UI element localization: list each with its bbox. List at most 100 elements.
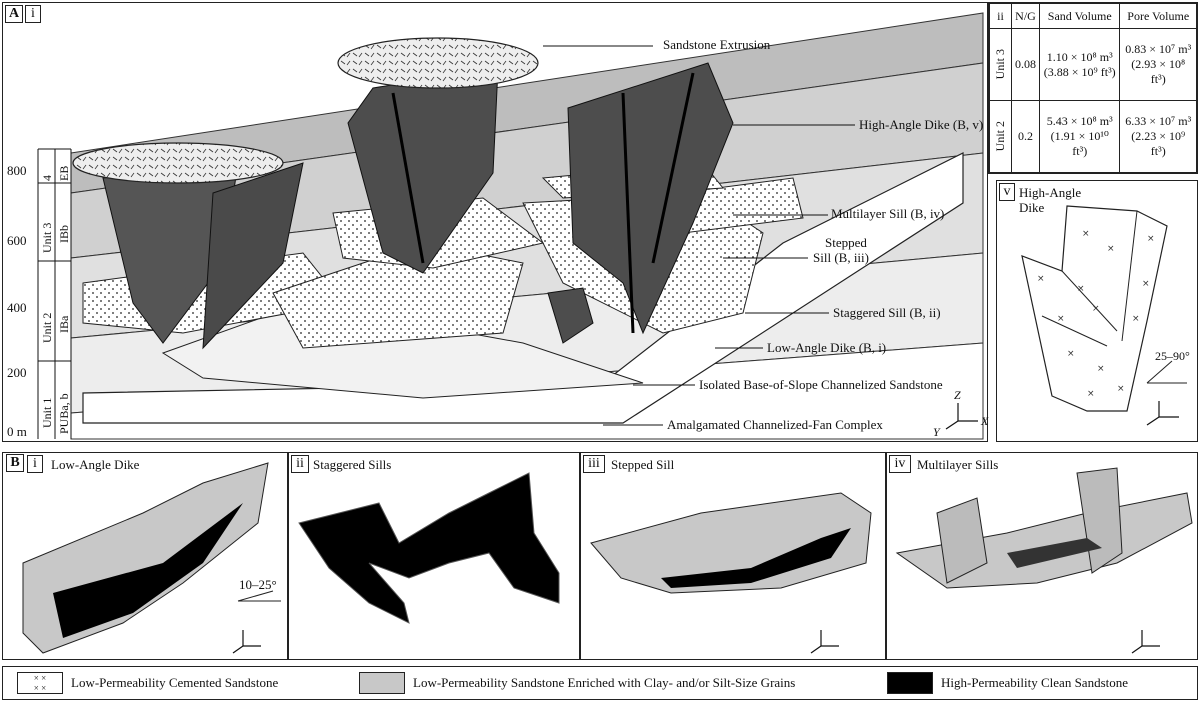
panel-b-iii-title: Stepped Sill [611,457,675,472]
label-isolated: Isolated Base-of-Slope Channelized Sands… [699,377,943,392]
panel-v-title-2: Dike [1019,200,1045,215]
unit-3: Unit 3 [40,222,54,253]
legend-label-clean: High-Permeability Clean Sandstone [941,675,1129,690]
label-high-angle: High-Angle Dike (B, v) [859,117,984,132]
low-angle-dike-core [53,503,243,638]
legend-swatch-cemented: × ×× × [17,672,63,694]
extrusion-left [72,142,284,184]
dike-right [567,62,734,335]
panel-v: ××× ××× ××× ×××× v High-Angle Dike 25–90… [996,180,1198,442]
label-extrusion: Sandstone Extrusion [663,37,771,52]
panel-b-letter: B [6,454,24,472]
svg-text:×: × [1037,274,1045,284]
scale-0: 0 m [7,424,27,439]
row-unit: Unit 2 [993,121,1007,152]
axis-z: Z [954,388,961,402]
panel-b: B i Low-Angle Dike 10–25° ii Staggered S… [2,448,1198,662]
label-stepped-2: Sill (B, iii) [813,250,869,265]
block-diagram [37,12,984,440]
unit-2-sub: IBa [57,315,71,333]
table-sub: ii [989,2,1012,30]
panel-b-i-title: Low-Angle Dike [51,457,140,472]
panel-a: A i Sandstone Extrusion High-Angle Dike … [2,2,988,442]
unit-1: Unit 1 [40,397,54,428]
panel-b-iii: iii Stepped Sill [580,452,886,660]
panel-b-iv-title: Multilayer Sills [917,457,999,472]
label-multilayer: Multilayer Sill (B, iv) [831,206,945,221]
panel-b-ii-title: Staggered Sills [313,457,392,472]
row-unit: Unit 3 [993,49,1007,80]
svg-text:×: × [1077,284,1085,294]
panel-v-title-1: High-Angle [1019,185,1082,200]
legend-item-cemented: × ×× × Low-Permeability Cemented Sandsto… [17,672,278,694]
panel-b-iii-sub: iii [583,455,605,473]
scale-200: 200 [7,365,27,380]
row-pore-1: 6.33 × 10⁷ m³ [1125,114,1192,128]
unit-4: 4 [40,175,54,181]
panel-b-iv-sub: iv [889,455,911,473]
unit-4-sub: EB [57,165,71,181]
panel-v-angle: 25–90° [1155,349,1190,363]
row-sand-2: (1.91 × 10¹⁰ ft³) [1050,129,1109,158]
staggered-sill-shape [298,472,560,624]
scale-800: 800 [7,163,27,178]
table-header-row: ii N/G Sand Volume Pore Volume [989,2,1197,30]
svg-text:×: × [1132,314,1140,324]
high-angle-dike-diagram: ××× ××× ××× ×××× [1021,205,1187,426]
legend-swatch-clay [359,672,405,694]
svg-text:×: × [1117,384,1125,394]
svg-text:×: × [1097,364,1105,374]
label-amalgamated: Amalgamated Channelized-Fan Complex [667,417,883,432]
low-angle-dike-shape [22,462,269,654]
panel-v-sub: v [999,183,1015,201]
panel-a-sub: i [25,5,41,23]
label-low-angle: Low-Angle Dike (B, i) [767,340,887,355]
stepped-sill-shape [590,492,872,594]
table-row: Unit 2 0.2 5.43 × 10⁸ m³(1.91 × 10¹⁰ ft³… [989,100,1197,173]
extrusion-center [337,37,539,89]
legend-label-cemented: Low-Permeability Cemented Sandstone [71,675,279,690]
unit-2: Unit 2 [40,312,54,343]
stepped-sill-core [661,528,851,588]
legend-item-clean: High-Permeability Clean Sandstone [887,672,1128,694]
legend-swatch-clean [887,672,933,694]
legend-item-clay: Low-Permeability Sandstone Enriched with… [359,672,795,694]
panel-b-ii: ii Staggered Sills [288,452,580,660]
fan-complex [82,152,964,424]
unit-1-sub: PUBa, b [57,393,71,434]
unit-3-sub: IBb [57,225,71,243]
panel-b-iv: iv Multilayer Sills [886,452,1198,660]
row-pore-2: (2.93 × 10⁸ ft³) [1131,57,1186,87]
panel-a-letter: A [5,5,23,23]
header-ng: N/G [1011,2,1040,30]
svg-text:×: × [1147,234,1155,244]
panel-b-i-sub: i [27,455,43,473]
axis-x: X [981,414,989,428]
legend: × ×× × Low-Permeability Cemented Sandsto… [2,666,1198,700]
scale-400: 400 [7,300,27,315]
svg-text:×: × [1082,229,1090,239]
volume-table: ii N/G Sand Volume Pore Volume Unit 3 0.… [989,2,1197,173]
label-stepped-1: Stepped [825,235,867,250]
axis-y: Y [933,425,940,439]
svg-text:×: × [1092,304,1100,314]
panel-b-i: i Low-Angle Dike 10–25° [2,452,288,660]
header-sand: Sand Volume [1038,2,1121,30]
row-sand-2: (3.88 × 10⁹ ft³) [1043,64,1116,79]
table-row: Unit 3 0.08 1.10 × 10⁸ m³(3.88 × 10⁹ ft³… [989,28,1197,101]
row-pore-1: 0.83 × 10⁷ m³ [1125,42,1192,57]
svg-text:×: × [1087,389,1095,399]
row-sand-1: 1.10 × 10⁸ m³ [1046,49,1113,64]
label-staggered: Staggered Sill (B, ii) [833,305,941,320]
header-pore: Pore Volume [1119,2,1197,30]
panel-b-i-angle: 10–25° [239,577,277,592]
svg-text:×: × [1142,279,1150,289]
dike-small [547,287,594,344]
svg-text:×: × [1057,314,1065,324]
dike-left-2 [202,162,304,350]
row-sand-1: 5.43 × 10⁸ m³ [1046,114,1113,128]
row-ng: 0.2 [1011,100,1040,173]
row-ng: 0.08 [1011,28,1040,101]
svg-text:×: × [1107,244,1115,254]
row-pore-2: (2.23 × 10⁹ ft³) [1131,129,1186,158]
